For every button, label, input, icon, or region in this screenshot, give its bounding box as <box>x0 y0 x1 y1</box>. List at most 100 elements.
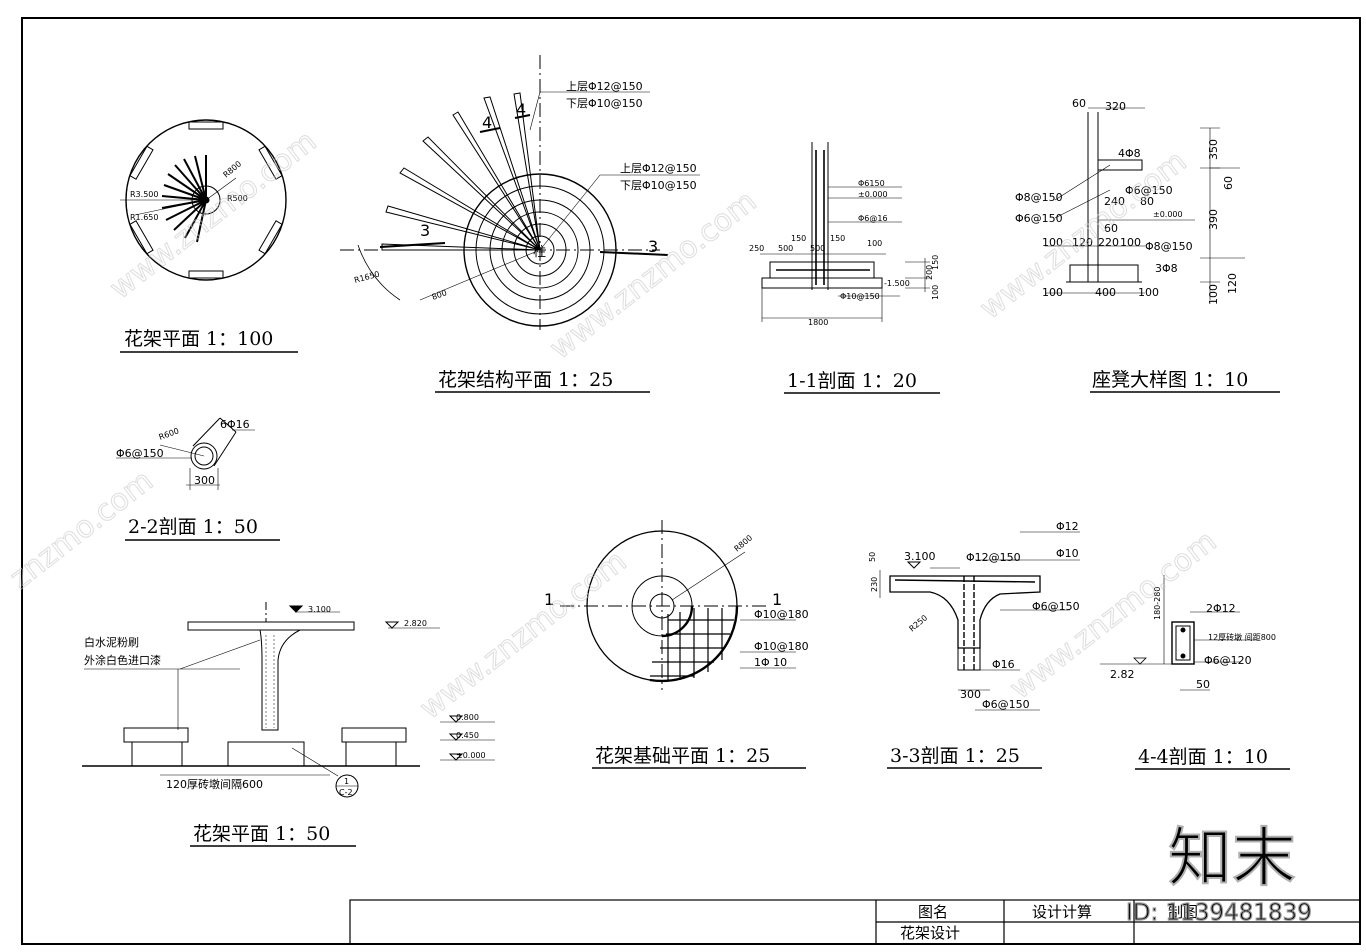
s33-r10: Φ10 <box>1056 547 1079 560</box>
elev-note3: 120厚砖墩间隔600 <box>166 777 263 791</box>
s11-d9: 100 <box>867 239 882 248</box>
elev-ref2: C-2 <box>339 788 353 797</box>
foundation-title: 花架基础平面 1：25 <box>595 745 770 767</box>
elev-lv2: 2.820 <box>404 619 427 628</box>
fdn-r10b: Φ10@180 <box>754 640 809 653</box>
s11-d2: ±0.000 <box>858 190 888 199</box>
bench-d120b: 120 <box>1226 273 1239 294</box>
bench-d100d: 100 <box>1138 286 1159 299</box>
bench-d100c: 100 <box>1042 286 1063 299</box>
title-block-calc-label: 设计计算 <box>1032 903 1092 921</box>
elev-lv5: ±0.000 <box>456 751 486 760</box>
top-rebar-1: 上层Φ12@150 <box>566 80 643 93</box>
bench-title: 座凳大样图 1：10 <box>1092 369 1248 391</box>
bench-d350: 350 <box>1207 139 1220 160</box>
foundation-plan <box>560 520 796 690</box>
radial-beams <box>161 155 207 243</box>
r1650-label: R1.650 <box>130 213 158 222</box>
title-block-name-value: 花架设计 <box>900 924 960 942</box>
elevation-1-50 <box>82 602 495 798</box>
bench-d120: 120 <box>1072 236 1093 249</box>
struct-plan-title: 花架结构平面 1：25 <box>438 369 613 391</box>
bench-r3: 3Φ8 <box>1155 262 1178 275</box>
section-1-1 <box>760 142 930 322</box>
bench-r8b: Φ8@150 <box>1145 240 1193 253</box>
s22-r616: 6Φ16 <box>220 418 250 431</box>
foundation-rebar-grid <box>650 608 734 680</box>
fdn-r800: R800 <box>733 533 755 553</box>
s11-d5: 500 <box>778 244 793 253</box>
bench-d400: 400 <box>1095 286 1116 299</box>
elev-lv3: 0.800 <box>456 713 479 722</box>
s33-r6b: Φ6@150 <box>982 698 1030 711</box>
fdn-r10c: 1Φ 10 <box>754 656 787 669</box>
s22-r600: R600 <box>158 426 181 442</box>
plan-1-100 <box>120 119 287 281</box>
s44-r212: 2Φ12 <box>1206 602 1236 615</box>
d800-struct: 800 <box>431 288 448 302</box>
s11-d12: 1800 <box>808 318 828 327</box>
elev-note1: 白水泥粉刷 <box>84 635 139 649</box>
struct-beams <box>381 92 541 251</box>
s11-d3: Φ6@16 <box>858 214 888 223</box>
section-1-1-title: 1-1剖面 1：20 <box>787 370 917 392</box>
section-3-3-title: 3-3剖面 1：25 <box>890 745 1020 767</box>
bench-r6b: Φ6@150 <box>1015 212 1063 225</box>
section-4-b: 4 <box>516 100 526 119</box>
r1650-struct: R1650 <box>353 270 380 285</box>
s11-d14: 150 <box>931 255 940 270</box>
s33-d230: 230 <box>870 577 879 592</box>
s11-d8: 150 <box>830 234 845 243</box>
s11-d1: Φ6150 <box>858 179 885 188</box>
s44-d180: 180-280 <box>1153 587 1162 620</box>
bench-d60: 60 <box>1072 97 1086 110</box>
s33-d50: 50 <box>868 552 877 562</box>
title-block-drawing-label: 制图 <box>1168 903 1198 921</box>
section-4-a: 4 <box>482 113 492 132</box>
bench-r4: 4Φ8 <box>1118 147 1141 160</box>
bench-d100a: 100 <box>1042 236 1063 249</box>
section-3-right: 3 <box>648 237 658 256</box>
section-2-2-title: 2-2剖面 1：50 <box>128 516 258 538</box>
title-block <box>349 899 1361 945</box>
column-label: 柱 <box>533 245 546 260</box>
s11-d10: -1.500 <box>884 279 910 288</box>
s22-r6: Φ6@150 <box>116 447 164 460</box>
s33-d300: 300 <box>960 688 981 701</box>
watermark-id: ID: 1139481839 <box>1126 900 1312 926</box>
bench-detail <box>1045 107 1245 300</box>
elev-lv4: 0.450 <box>456 731 479 740</box>
bench-d60b: 60 <box>1104 222 1118 235</box>
s22-d300: 300 <box>194 474 215 487</box>
bench-lvl: ±0.000 <box>1153 210 1183 219</box>
s11-d13: 100 <box>931 285 940 300</box>
s33-r12: Φ12 <box>1056 520 1079 533</box>
s44-d50: 50 <box>1196 678 1210 691</box>
s11-d4: 250 <box>749 244 764 253</box>
struct-plan-1-25 <box>340 55 700 330</box>
s33-r250: R250 <box>908 613 930 633</box>
bench-d80: 80 <box>1140 195 1154 208</box>
section-4-4 <box>1100 575 1260 691</box>
elev-note2: 外涂白色进口漆 <box>84 653 161 667</box>
s11-d15: 200 <box>925 265 934 280</box>
title-block-name-label: 图名 <box>918 903 948 921</box>
section-3-left: 3 <box>420 221 430 240</box>
section-2-2 <box>116 417 255 490</box>
s33-lv: 3.100 <box>904 550 936 563</box>
bench-d320: 320 <box>1105 100 1126 113</box>
s44-note: 12厚砖墩 间距800 <box>1208 632 1276 642</box>
top-rebar-2: 上层Φ12@150 <box>620 162 697 175</box>
fdn-r10a: Φ10@180 <box>754 608 809 621</box>
r3500-label: R3.500 <box>130 190 158 199</box>
s44-lv: 2.82 <box>1110 668 1135 681</box>
s33-r12a: Φ12@150 <box>966 551 1021 564</box>
section-4-4-title: 4-4剖面 1：10 <box>1138 746 1268 768</box>
s11-d11: Φ10@150 <box>840 292 880 301</box>
s33-r16: Φ16 <box>992 658 1015 671</box>
bot-rebar-1: 下层Φ10@150 <box>566 97 643 110</box>
plan-100-title: 花架平面 1：100 <box>124 328 273 350</box>
bench-d100b: 100 <box>1120 236 1141 249</box>
bench-r6a: Φ6@150 <box>1125 184 1173 197</box>
